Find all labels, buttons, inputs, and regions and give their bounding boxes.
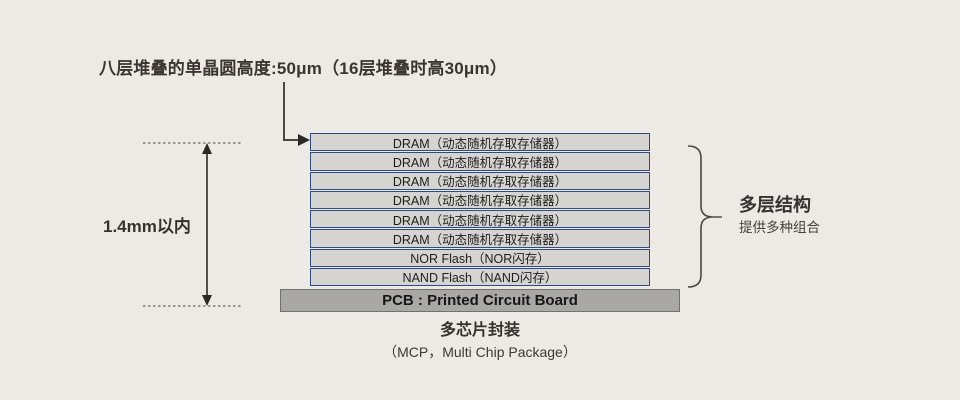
caption-subtitle: （MCP，Multi Chip Package） [383, 343, 577, 360]
chip-stack: DRAM（动态随机存取存储器） DRAM（动态随机存取存储器） DRAM（动态随机存… [310, 133, 650, 286]
dimension-arrowhead-down-icon [202, 295, 212, 306]
stack-layer: DRAM（动态随机存取存储器） [310, 229, 650, 248]
multilayer-note-title: 多层结构 [739, 195, 811, 215]
stack-layer-label: DRAM（动态随机存取存储器） [392, 155, 568, 170]
multilayer-note: 多层结构 提供多种组合 [739, 195, 820, 236]
stack-layer: DRAM（动态随机存取存储器） [310, 171, 650, 190]
diagram-caption: 多芯片封装 （MCP，Multi Chip Package） [320, 321, 640, 361]
stack-layer: NOR Flash（NOR闪存） [310, 248, 650, 267]
annotation-arrowhead-icon [298, 134, 310, 146]
stack-layer-label: DRAM（动态随机存取存储器） [392, 136, 568, 151]
stack-layer-label: NAND Flash（NAND闪存） [402, 271, 558, 286]
stack-layer: NAND Flash（NAND闪存） [310, 267, 650, 286]
multilayer-note-subtitle: 提供多种组合 [739, 219, 820, 235]
caption-title: 多芯片封装 [439, 322, 520, 339]
stack-layer-label: DRAM（动态随机存取存储器） [392, 213, 568, 228]
stack-layer-label: DRAM（动态随机存取存储器） [392, 175, 568, 190]
stack-layer-label: NOR Flash（NOR闪存） [410, 252, 550, 267]
dimension-arrowhead-up-icon [202, 143, 212, 154]
annotation-connector-line [283, 82, 299, 141]
pcb-bar: PCB : Printed Circuit Board [280, 289, 680, 312]
stack-layer-label: DRAM（动态随机存取存储器） [392, 232, 568, 247]
wafer-height-annotation: 八层堆叠的单晶圆高度:50μm（16层堆叠时高30μm） [99, 59, 508, 78]
stack-layer-label: DRAM（动态随机存取存储器） [392, 194, 568, 209]
stack-layer: DRAM（动态随机存取存储器） [310, 190, 650, 209]
stack-layer: DRAM（动态随机存取存储器） [310, 152, 650, 171]
stack-layer: DRAM（动态随机存取存储器） [310, 133, 650, 152]
package-height-label: 1.4mm以内 [103, 217, 191, 236]
pcb-label: PCB : Printed Circuit Board [382, 292, 578, 309]
stack-layer: DRAM（动态随机存取存储器） [310, 210, 650, 229]
multilayer-brace [687, 145, 714, 288]
